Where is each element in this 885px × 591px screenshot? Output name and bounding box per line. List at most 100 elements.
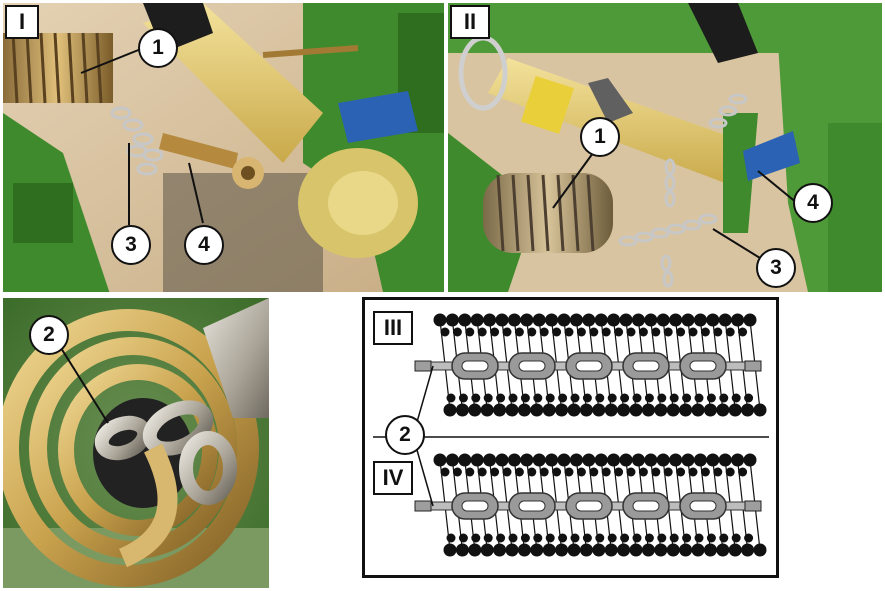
coil-top-dot	[495, 453, 509, 467]
chain-diagram-panel: III IV 2	[362, 297, 779, 578]
coil-bottom-dot	[517, 403, 531, 417]
coil-inner-dot	[725, 327, 735, 337]
coil-top-dot	[545, 313, 559, 327]
coil-top-dot	[644, 453, 658, 467]
coil-bottom-dot	[455, 403, 469, 417]
coil-bottom-dot	[493, 403, 507, 417]
coil-inner-dot	[657, 393, 667, 403]
coil-inner-dot	[564, 467, 574, 477]
coil-inner-dot	[700, 467, 710, 477]
coil-inner-dot	[713, 467, 723, 477]
coil-bottom-dot	[716, 403, 730, 417]
coil-inner-dot	[626, 467, 636, 477]
coil-top-dot	[458, 313, 472, 327]
coil-top-dot	[656, 313, 670, 327]
coil-bottom-dot	[703, 403, 717, 417]
coil-bottom-dot	[468, 543, 482, 557]
coil-inner-dot	[508, 393, 518, 403]
coil-inner-dot	[719, 533, 729, 543]
callout-4-panel-ii: 4	[793, 183, 833, 223]
coil-bottom-dot	[679, 543, 693, 557]
coil-inner-dot	[589, 467, 599, 477]
coil-inner-dot	[533, 533, 543, 543]
callout-2-closeup: 2	[29, 315, 69, 355]
coil-inner-dot	[644, 533, 654, 543]
coil-top-dot	[557, 313, 571, 327]
coil-inner-dot	[483, 533, 493, 543]
coil-inner-dot	[595, 533, 605, 543]
coil-bottom-dot	[468, 403, 482, 417]
coil-inner-dot	[446, 393, 456, 403]
coil-top-dot	[520, 313, 534, 327]
coil-inner-dot	[682, 533, 692, 543]
coil-top-dot	[743, 453, 757, 467]
coil-inner-dot	[552, 467, 562, 477]
coil-top-dot	[631, 313, 645, 327]
photo-i-illustration	[3, 3, 444, 292]
callout-4-panel-i: 4	[184, 225, 224, 265]
coil-inner-dot	[527, 327, 537, 337]
coil-bottom-dot	[604, 403, 618, 417]
coil-bottom-dot	[753, 403, 767, 417]
coil-bottom-dot	[530, 403, 544, 417]
coil-inner-dot	[651, 467, 661, 477]
coil-bottom-dot	[493, 543, 507, 557]
coil-inner-dot	[626, 327, 636, 337]
coil-inner-dot	[502, 467, 512, 477]
coil-top-dot	[582, 313, 596, 327]
coil-inner-dot	[452, 327, 462, 337]
coil-inner-dot	[595, 393, 605, 403]
coil-top-dot	[718, 313, 732, 327]
coil-inner-dot	[744, 393, 754, 403]
callout-1-panel-i: 1	[138, 28, 178, 68]
rod-end-right	[744, 500, 762, 512]
leader-line-2-top	[416, 365, 434, 423]
coil-bottom-dot	[666, 543, 680, 557]
coil-inner-dot	[706, 533, 716, 543]
coil-bottom-dot	[455, 543, 469, 557]
coil-inner-dot	[632, 533, 642, 543]
coil-inner-dot	[706, 393, 716, 403]
coil-inner-dot	[496, 393, 506, 403]
coil-inner-dot	[582, 533, 592, 543]
coil-inner-dot	[669, 393, 679, 403]
coil-inner-dot	[539, 327, 549, 337]
coil-bottom-dot	[753, 543, 767, 557]
coil-inner-dot	[458, 533, 468, 543]
coil-inner-dot	[545, 393, 555, 403]
coil-bottom-dot	[728, 403, 742, 417]
coil-top-dot	[681, 313, 695, 327]
coil-inner-dot	[446, 533, 456, 543]
coil-bottom-dot	[480, 403, 494, 417]
coil-bottom-dot	[716, 543, 730, 557]
coil-top-dot	[644, 313, 658, 327]
coil-inner-dot	[620, 393, 630, 403]
coil-inner-dot	[663, 327, 673, 337]
coil-inner-dot	[632, 393, 642, 403]
coil-inner-dot	[669, 533, 679, 543]
coil-inner-dot	[471, 393, 481, 403]
rod-end-left	[414, 500, 432, 512]
coil-inner-dot	[545, 533, 555, 543]
coil-top-dot	[495, 313, 509, 327]
photo-panel-closeup: 2	[3, 298, 269, 588]
coil-inner-dot	[465, 467, 475, 477]
coil-top-dot	[594, 453, 608, 467]
coil-inner-dot	[533, 393, 543, 403]
coil-bottom-dot	[592, 543, 606, 557]
coil-top-dot	[470, 453, 484, 467]
diagram-label-iv: IV	[373, 461, 413, 495]
coil-bottom-dot	[579, 543, 593, 557]
coil-inner-dot	[731, 393, 741, 403]
coil-top-dot	[669, 313, 683, 327]
coil-inner-dot	[676, 467, 686, 477]
leader-line-2-bottom	[416, 449, 434, 507]
coil-inner-dot	[564, 327, 574, 337]
coil-bottom-dot	[530, 543, 544, 557]
coil-top-dot	[693, 453, 707, 467]
coil-inner-dot	[552, 327, 562, 337]
chain-link-hole	[461, 360, 489, 372]
coil-inner-dot	[539, 467, 549, 477]
coil-top-dot	[445, 453, 459, 467]
coil-top-dot	[520, 453, 534, 467]
